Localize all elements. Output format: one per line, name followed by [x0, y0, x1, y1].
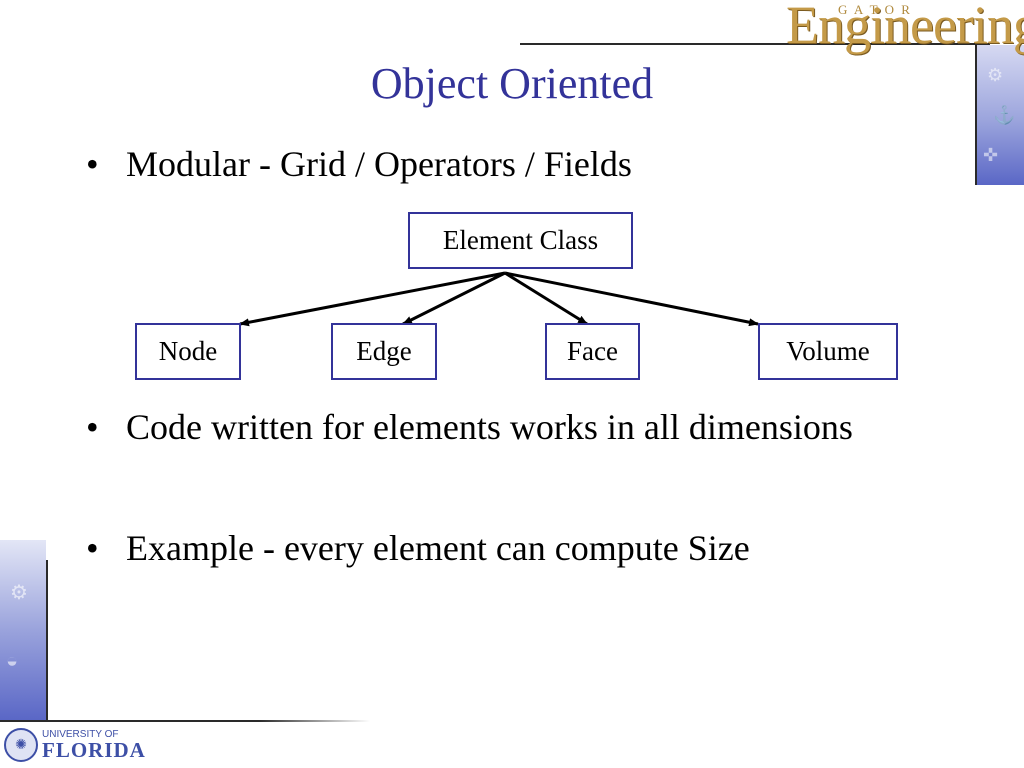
- arrow-to-edge: [402, 271, 506, 326]
- bullet-item: • Example - every element can compute Si…: [86, 526, 966, 570]
- arrow-to-face: [504, 271, 588, 326]
- university-of-florida-logo: ✺ UNIVERSITY OF FLORIDA: [4, 728, 146, 762]
- right-decorative-band: ⚙ ⚓ ✜: [975, 45, 1024, 185]
- bullet-text: Modular - Grid / Operators / Fields: [126, 144, 632, 184]
- left-divider: [46, 560, 48, 720]
- satellite-dish-icon: ◒: [6, 650, 19, 672]
- right-divider: [975, 45, 977, 185]
- logo-engineering-text: Engineering: [786, 0, 1024, 55]
- logo-gator-text: G A T O R: [838, 2, 912, 17]
- bullet-text: Example - every element can compute Size: [126, 528, 750, 568]
- bullet-dot-icon: •: [86, 407, 99, 447]
- compass-icon: ✜: [983, 145, 999, 165]
- uf-logo-big-text: FLORIDA: [42, 737, 146, 762]
- gear-icon: ⚙: [987, 65, 1004, 85]
- uf-logo-small-text: UNIVERSITY OF: [42, 728, 119, 740]
- bullet-item: • Code written for elements works in all…: [86, 405, 906, 449]
- bullet-dot-icon: •: [86, 528, 99, 568]
- gator-engineering-logo: Engineering: [786, 0, 1024, 56]
- bullet-item: • Modular - Grid / Operators / Fields: [86, 142, 806, 186]
- bottom-divider: [0, 720, 370, 722]
- edge-box: Edge: [331, 323, 437, 380]
- slide-title: Object Oriented: [370, 59, 654, 108]
- left-decorative-band: ⚙ ◒: [0, 540, 46, 720]
- top-divider: [520, 43, 990, 45]
- arrow-to-node: [239, 271, 506, 327]
- bullet-text: Code written for elements works in all d…: [126, 407, 853, 447]
- uf-seal-icon: ✺: [4, 728, 38, 762]
- gear-icon: ⚙: [10, 582, 28, 604]
- element-class-box: Element Class: [408, 212, 633, 269]
- node-box: Node: [135, 323, 241, 380]
- anchor-icon: ⚓: [993, 105, 1016, 125]
- bullet-dot-icon: •: [86, 144, 99, 184]
- face-box: Face: [545, 323, 640, 380]
- arrow-to-volume: [504, 271, 759, 327]
- volume-box: Volume: [758, 323, 898, 380]
